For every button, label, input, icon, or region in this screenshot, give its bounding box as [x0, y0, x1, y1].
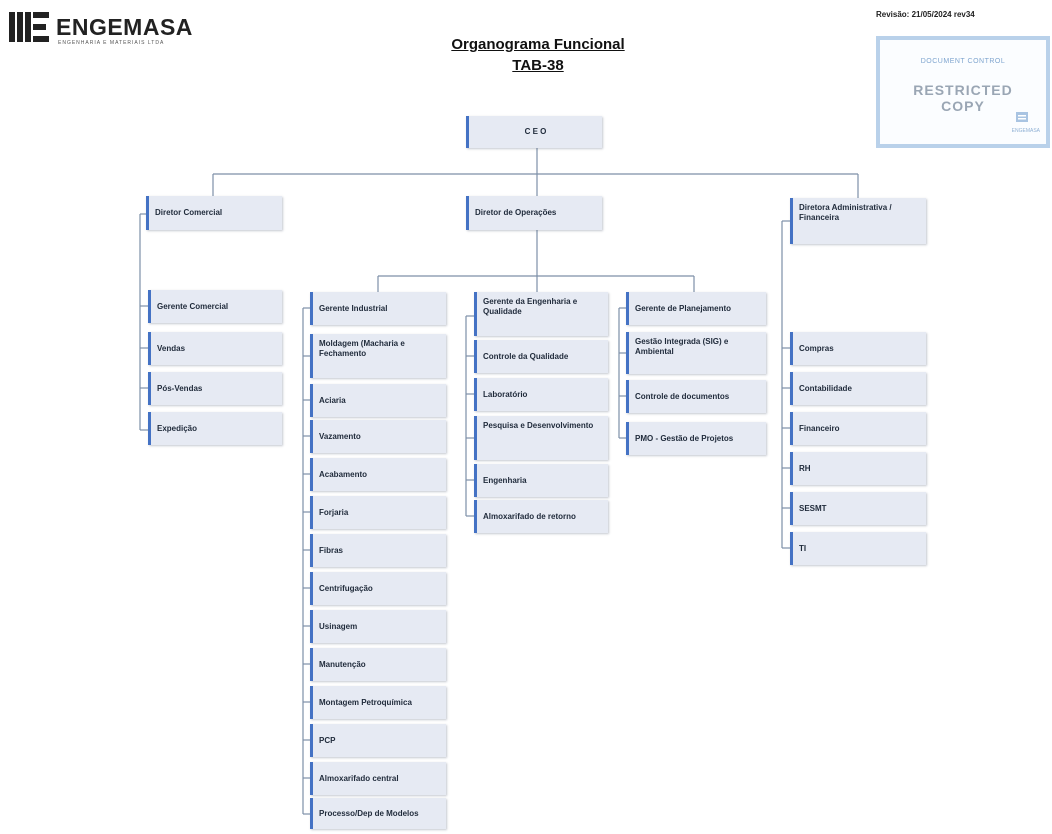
- restricted-copy-stamp: DOCUMENT CONTROL RESTRICTED COPY ENGEMAS…: [876, 36, 1050, 148]
- engemasa-logo-icon: [9, 12, 49, 42]
- org-box-manager-industrial: Gerente Industrial: [310, 292, 446, 325]
- org-box-admin-unit: Compras: [790, 332, 926, 365]
- org-box-industrial-unit: Aciaria: [310, 384, 446, 417]
- org-box-admin-unit: TI: [790, 532, 926, 565]
- org-box-engineering-unit: Laboratório: [474, 378, 608, 411]
- stamp-line-1: RESTRICTED: [913, 82, 1013, 98]
- org-box-admin-unit: SESMT: [790, 492, 926, 525]
- org-box-industrial-unit: Manutenção: [310, 648, 446, 681]
- stamp-logo-icon: [1016, 112, 1028, 122]
- org-box-industrial-unit: Fibras: [310, 534, 446, 567]
- stamp-header: DOCUMENT CONTROL: [920, 58, 1006, 65]
- org-box-commercial-unit: Pós-Vendas: [148, 372, 282, 405]
- org-box-commercial-unit: Vendas: [148, 332, 282, 365]
- org-box-planning-unit: PMO - Gestão de Projetos: [626, 422, 766, 455]
- org-box-admin-unit: RH: [790, 452, 926, 485]
- org-box-engineering-unit: Controle da Qualidade: [474, 340, 608, 373]
- revision-date: Revisão: 21/05/2024 rev34: [876, 10, 975, 19]
- org-box-manager-engineering-quality: Gerente da Engenharia e Qualidade: [474, 292, 608, 336]
- org-box-admin-unit: Contabilidade: [790, 372, 926, 405]
- stamp-line-2: COPY: [941, 98, 985, 114]
- org-box-industrial-unit: PCP: [310, 724, 446, 757]
- company-logo: ENGEMASA ENGENHARIA E MATERIAIS LTDA: [8, 10, 208, 50]
- org-box-planning-unit: Gestão Integrada (SIG) e Ambiental: [626, 332, 766, 374]
- org-box-admin-unit: Financeiro: [790, 412, 926, 445]
- org-box-engineering-unit: Pesquisa e Desenvolvimento: [474, 416, 608, 460]
- org-box-commercial-unit: Expedição: [148, 412, 282, 445]
- page-title: Organograma Funcional: [451, 36, 625, 53]
- stamp-footer: ENGEMASA: [1011, 128, 1040, 134]
- org-box-director-operations: Diretor de Operações: [466, 196, 602, 230]
- org-box-director-admin-finance: Diretora Administrativa / Financeira: [790, 198, 926, 244]
- org-box-industrial-unit: Vazamento: [310, 420, 446, 453]
- org-box-commercial-unit: Gerente Comercial: [148, 290, 282, 323]
- org-box-industrial-unit: Acabamento: [310, 458, 446, 491]
- org-box-industrial-unit: Montagem Petroquímica: [310, 686, 446, 719]
- company-name: ENGEMASA: [56, 14, 193, 40]
- org-box-industrial-unit: Forjaria: [310, 496, 446, 529]
- org-box-engineering-unit: Engenharia: [474, 464, 608, 497]
- org-box-industrial-unit: Almoxarifado central: [310, 762, 446, 795]
- page-subtitle: TAB-38: [512, 57, 564, 74]
- org-box-industrial-unit: Usinagem: [310, 610, 446, 643]
- org-box-planning-unit: Controle de documentos: [626, 380, 766, 413]
- org-box-industrial-unit: Moldagem (Macharia e Fechamento: [310, 334, 446, 378]
- org-box-industrial-unit: Processo/Dep de Modelos: [310, 798, 446, 829]
- org-box-ceo: C E O: [466, 116, 602, 148]
- org-box-director-commercial: Diretor Comercial: [146, 196, 282, 230]
- org-box-manager-planning: Gerente de Planejamento: [626, 292, 766, 325]
- company-tagline: ENGENHARIA E MATERIAIS LTDA: [58, 40, 165, 46]
- org-box-industrial-unit: Centrifugação: [310, 572, 446, 605]
- org-box-engineering-unit: Almoxarifado de retorno: [474, 500, 608, 533]
- stamp-text: RESTRICTED COPY: [880, 82, 1046, 114]
